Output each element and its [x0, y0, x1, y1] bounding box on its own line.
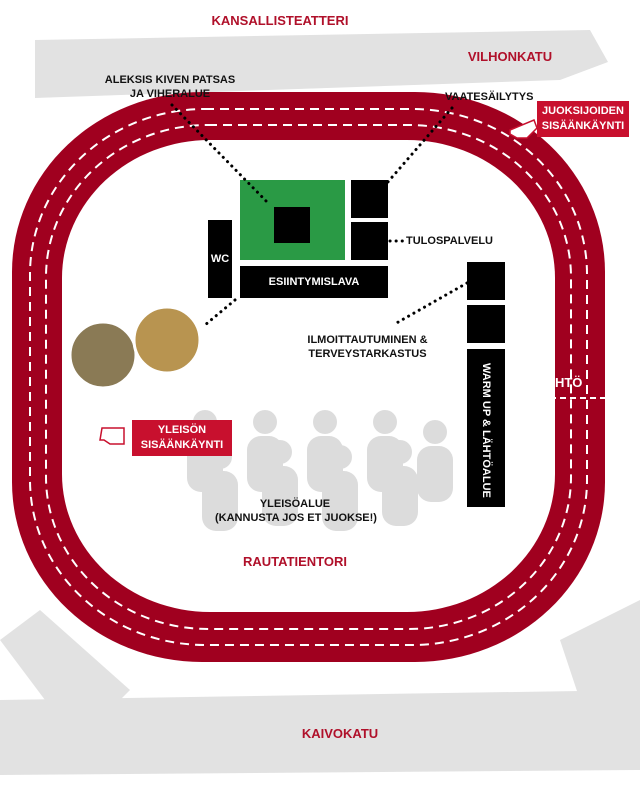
street-kaivokatu: KAIVOKATU	[301, 726, 379, 741]
stage-label: ESIINTYMISLAVA	[268, 276, 360, 288]
public-entrance-sign: YLEISÖN SISÄÄNKÄYNTI	[132, 420, 232, 456]
audience-label: YLEISÖALUE (KANNUSTA JOS ET JUOKSE!)	[215, 497, 377, 525]
road-right	[560, 600, 640, 700]
road-diagonal	[0, 610, 130, 720]
registration-block-2	[467, 305, 505, 343]
runner-photo-1	[68, 320, 138, 390]
wc-label: WC	[210, 253, 230, 265]
registration-block	[467, 262, 505, 300]
leader-lines	[170, 103, 469, 327]
track-lane-line	[29, 108, 588, 646]
statue-label-line: JA VIHERALUE	[129, 88, 211, 100]
runners-entrance-sign: JUOKSIJOIDEN SISÄÄNKÄYNTI	[537, 101, 629, 137]
cloakroom-label: VAATESÄILYTYS	[445, 91, 534, 103]
runners-entrance-line: JUOKSIJOIDEN	[542, 105, 624, 117]
registration-label: ILMOITTAUTUMINEN & TERVEYSTARKASTUS	[300, 333, 435, 361]
stage-block	[240, 266, 388, 298]
runner-photo-2	[132, 305, 202, 375]
audience-label-line: YLEISÖALUE	[259, 498, 331, 510]
street-vilhonkatu: VILHONKATU	[467, 49, 553, 64]
road-kaivokatu	[0, 690, 640, 775]
public-entrance-line: SISÄÄNKÄYNTI	[140, 439, 224, 451]
road-vilhonkatu	[35, 30, 608, 98]
registration-label-line: ILMOITTAUTUMINEN &	[307, 334, 428, 346]
registration-label-line: TERVEYSTARKASTUS	[308, 348, 427, 360]
rautatientori-label: RAUTATIENTORI	[243, 554, 347, 569]
pointing-hand-icon	[99, 119, 538, 445]
cloakroom-block	[351, 180, 388, 218]
warmup-block	[467, 349, 505, 507]
street-kansallisteatteri: KANSALLISTEATTERI	[211, 13, 349, 28]
statue-marker	[274, 207, 310, 243]
statue-label: ALEKSIS KIVEN PATSAS JA VIHERALUE	[95, 73, 245, 101]
audience-label-line: (KANNUSTA JOS ET JUOKSE!)	[215, 512, 377, 524]
wc-block	[208, 220, 232, 298]
statue-label-line: ALEKSIS KIVEN PATSAS	[104, 74, 236, 86]
start-label: LÄHTÖ	[537, 375, 583, 390]
results-label: TULOSPALVELU	[406, 235, 493, 247]
public-entrance-line: YLEISÖN	[157, 424, 207, 436]
runners-entrance-line: SISÄÄNKÄYNTI	[541, 120, 625, 132]
results-block	[351, 222, 388, 260]
track-lane-line	[45, 124, 572, 630]
warmup-label: WARM UP & LÄHTÖALUE	[480, 363, 492, 498]
